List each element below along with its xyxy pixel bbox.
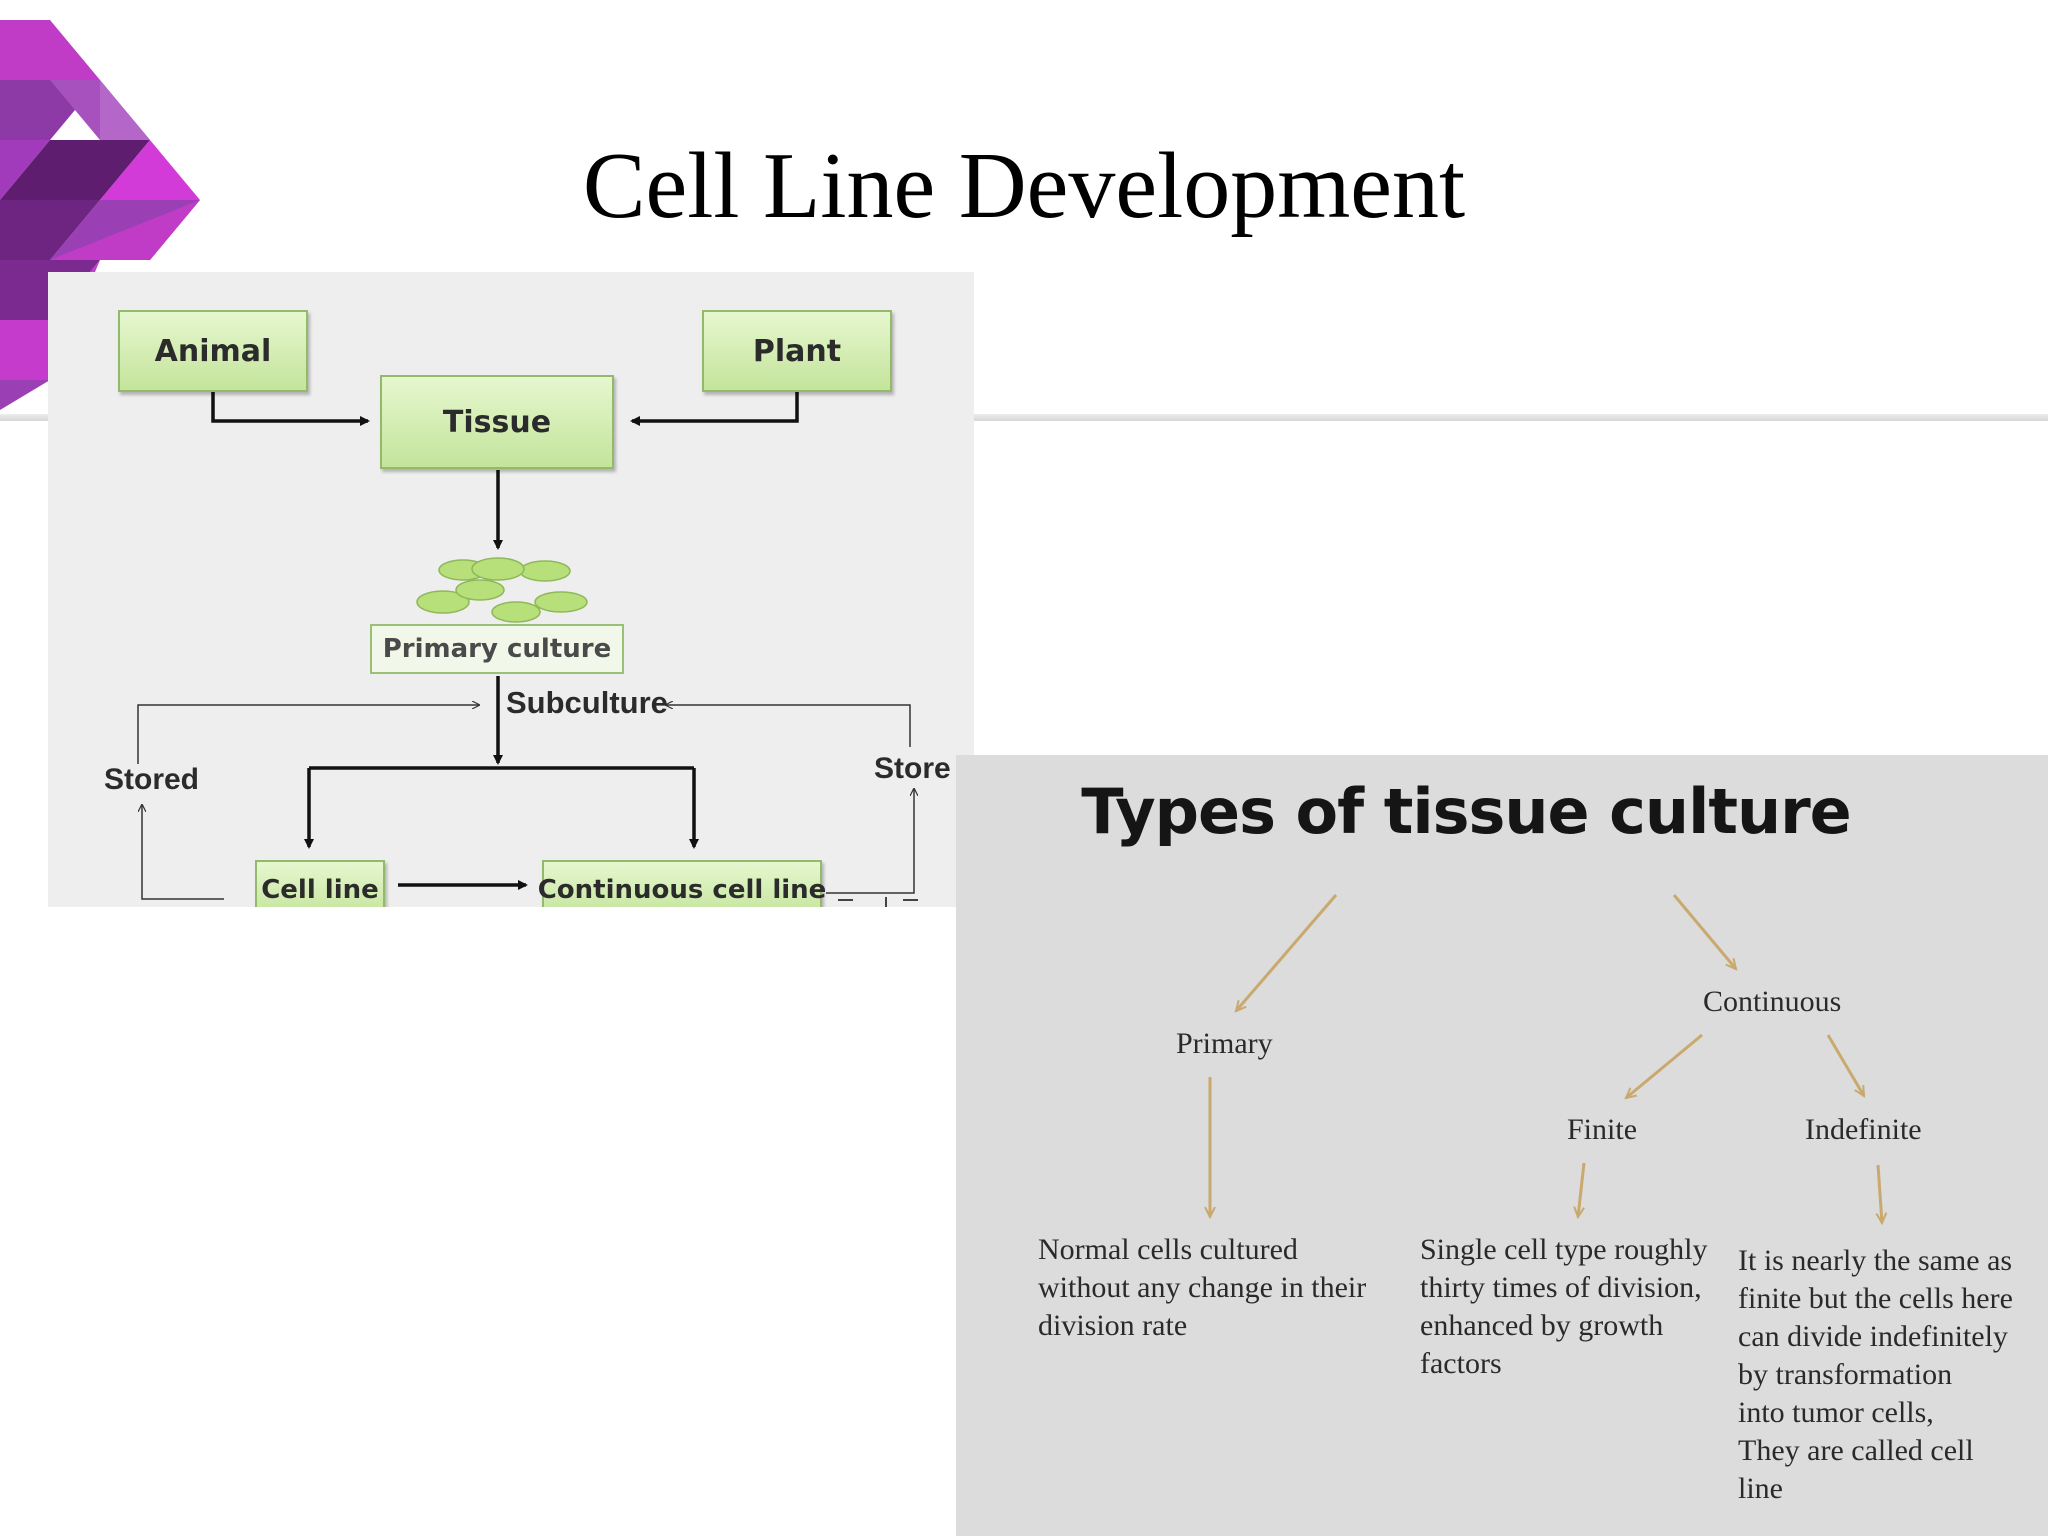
stored-loop-line [142,805,224,900]
header-divider [0,414,2048,421]
primary-cells-cluster [416,557,588,623]
label-store: Store [874,752,951,785]
desc-indefinite: It is nearly the same as finite but the … [1738,1244,2013,1505]
arrow-animal-to-tissue [211,392,370,426]
arrow-continuous-to-finite [1626,1033,1703,1098]
node-continuous-cell-line: Continuous cell line [538,860,826,907]
node-tissue: Tissue [380,375,614,469]
arrow-finite-to-desc [1578,1162,1586,1217]
store-return-line [666,705,911,747]
arrow-to-primary [1236,894,1338,1011]
flowchart-connectors [137,392,918,907]
desc-finite: Single cell type roughly thirty times of… [1420,1233,1708,1380]
node-animal: Animal [118,310,308,392]
slide-title: Cell Line Development [582,134,1466,238]
arrow-continuous-to-indefinite [1826,1034,1866,1096]
branch-finite: Finite [1567,1113,1638,1146]
node-primary-culture: Primary culture [370,624,624,674]
tree-arrows [956,894,2048,1536]
types-title: Types of tissue culture [1081,775,1851,848]
branch-primary: Primary [1176,1027,1273,1060]
label-stored: Stored [104,763,200,796]
store-loop-line [826,789,914,894]
cell-line-flowchart: Animal Plant Tissue Primary culture Cell… [48,272,974,907]
stored-return-line [137,705,479,764]
arrow-to-continuous [1672,894,1736,969]
branch-continuous: Continuous [1703,985,1842,1018]
node-plant: Plant [702,310,892,392]
node-cell-line: Cell line [255,860,385,907]
label-subculture: Subculture [506,685,668,720]
types-of-tissue-culture-panel: Types of tissue culture Primary Continuo… [956,755,2048,1536]
arrow-plant-to-tissue [630,392,799,426]
desc-primary: Normal cells cultured without any change… [1038,1233,1367,1342]
branch-indefinite: Indefinite [1805,1113,1922,1146]
arrow-indefinite-to-desc [1878,1164,1882,1223]
